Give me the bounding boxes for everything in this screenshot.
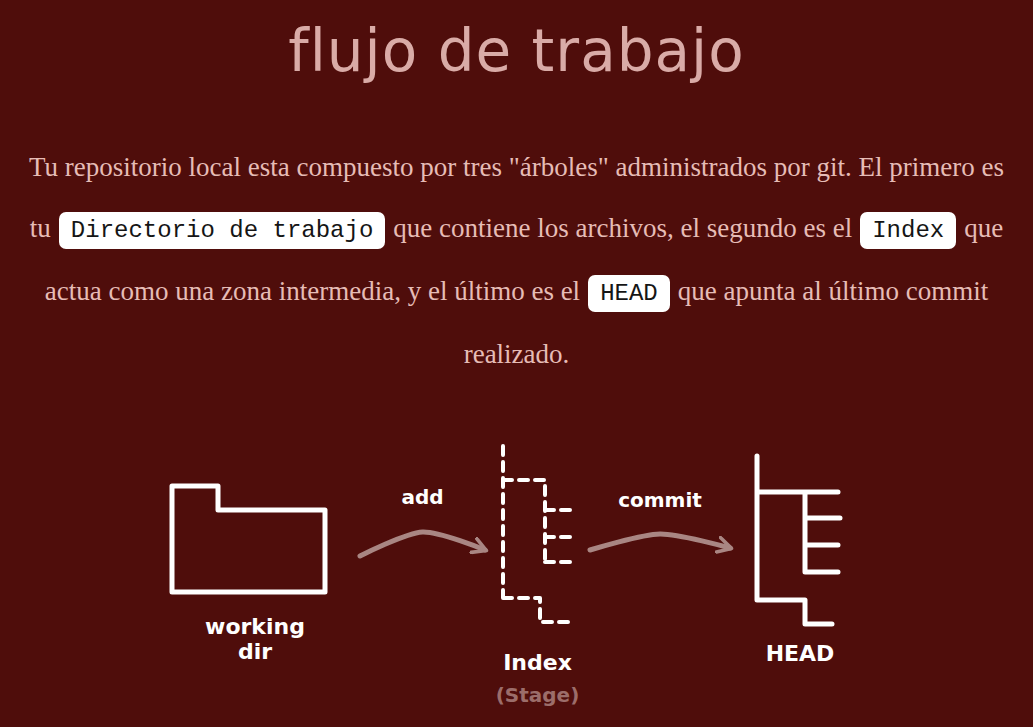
flow-arrow [590, 534, 730, 550]
code-chip: Directorio de trabajo [59, 212, 385, 249]
stage-node: working dir [150, 470, 360, 670]
node-label: working dir [193, 614, 318, 664]
node-label: HEAD [766, 641, 835, 666]
description-paragraph: Tu repositorio local esta compuesto por … [24, 137, 1009, 385]
node-label: Index [503, 650, 572, 675]
arrow-label: commit [618, 488, 702, 512]
folder-icon [172, 486, 325, 592]
dashed-tree-icon [503, 446, 570, 622]
stage-node: HEAD [730, 448, 870, 672]
page-title: flujo de trabajo [0, 16, 1033, 86]
code-chip: HEAD [588, 275, 670, 312]
arrow-label: add [401, 485, 443, 509]
solid-tree-icon [757, 456, 840, 624]
node-sublabel: (Stage) [496, 683, 580, 708]
flow-arrow [360, 532, 485, 556]
code-chip: Index [860, 212, 956, 249]
paragraph-text: que contiene los archivos, el segundo es… [393, 213, 852, 243]
stage-node: Index (Stage) [485, 438, 590, 716]
